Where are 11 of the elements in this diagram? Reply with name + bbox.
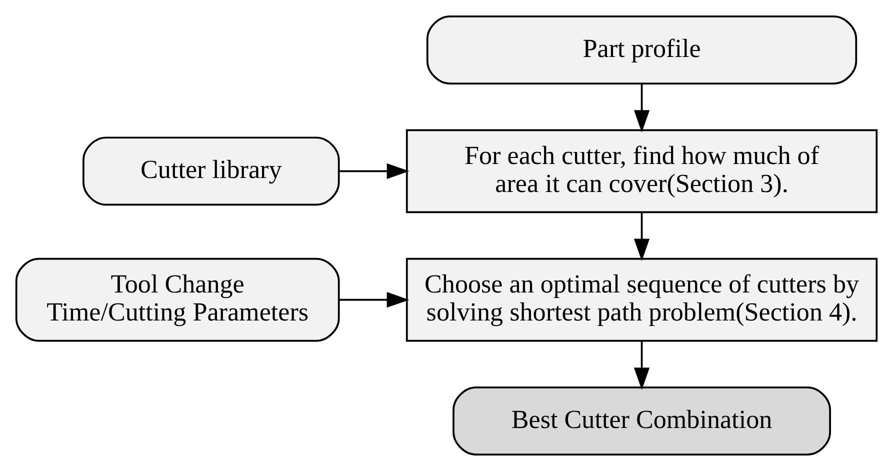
node-box: Part profile [426,15,858,84]
node-box: For each cutter, find how much of area it can cover(Section 3). [406,128,878,213]
arrow [634,212,650,261]
arrow [634,83,650,132]
node-box: Best Cutter Combination [452,386,831,455]
arrow [339,162,410,179]
arrow [338,291,410,308]
node-box: Cutter library [82,136,340,206]
node-box: Choose an optimal sequence of cutters by solving shortest path problem(Section 4). [406,257,878,342]
node-box: Tool Change Time/Cutting Parameters [15,257,340,342]
arrow [634,340,650,390]
